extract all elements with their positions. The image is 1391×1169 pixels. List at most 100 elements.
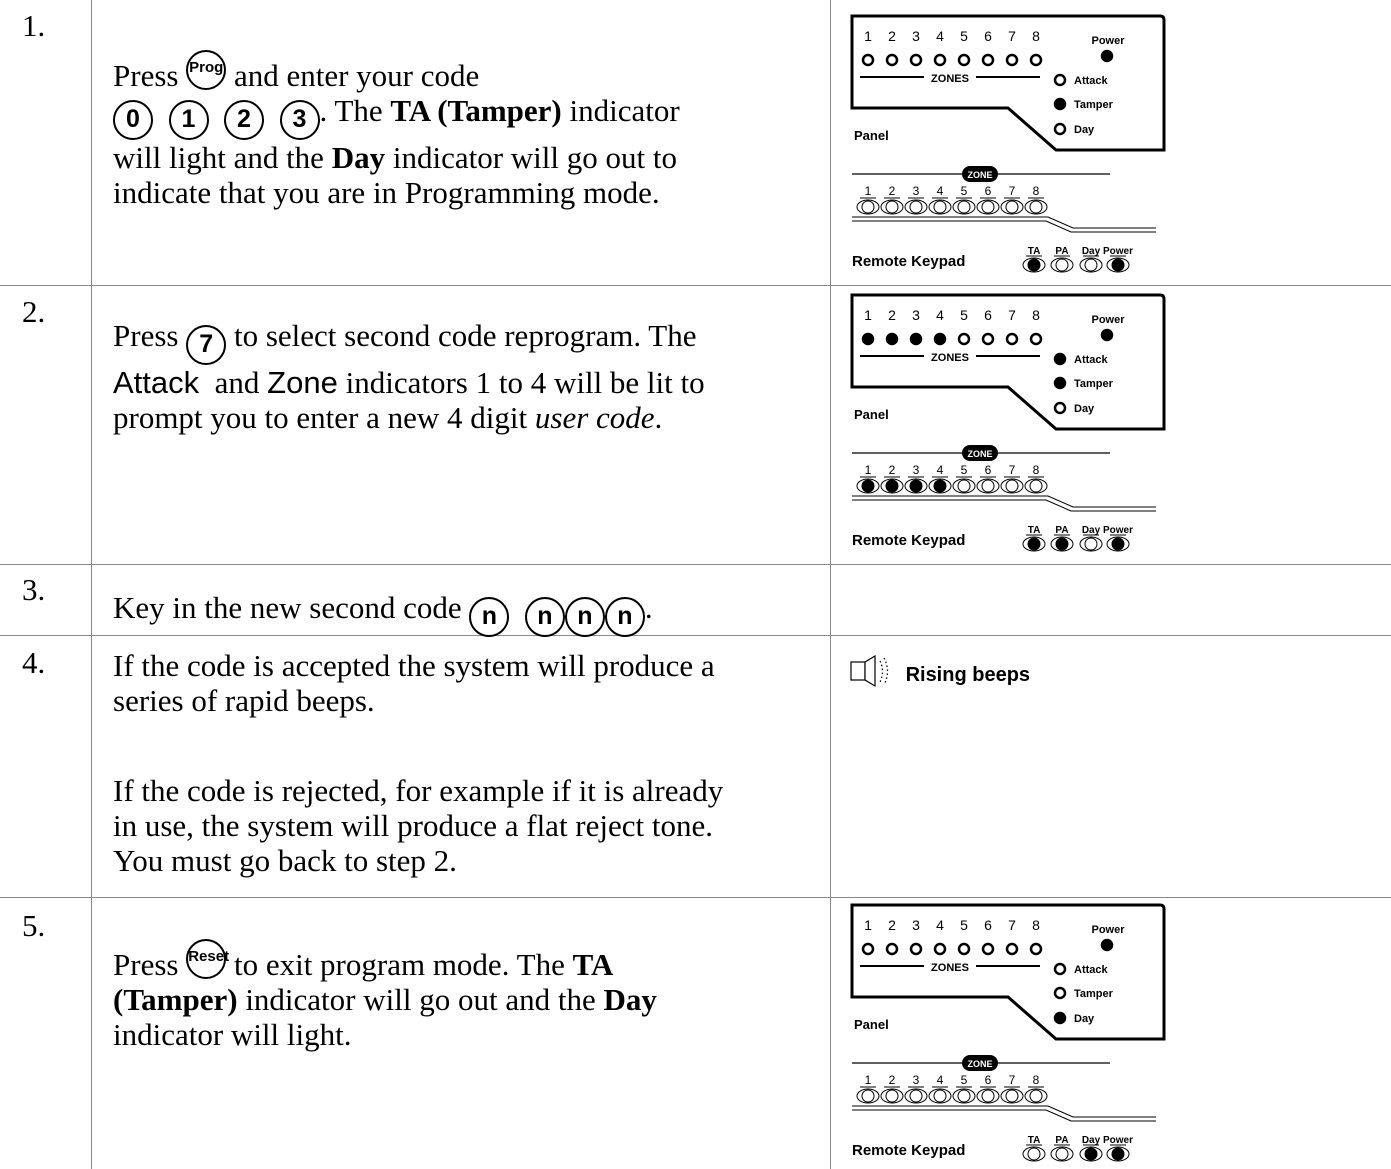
day-label: Day <box>1074 124 1095 136</box>
pa-label: PA <box>1055 246 1068 257</box>
text: to select second code reprogram. The <box>233 318 697 353</box>
speaker-icon <box>850 654 889 688</box>
panel-outline <box>850 14 1166 152</box>
reset-key-icon: Reset <box>186 939 229 979</box>
keypad-zone-number: 5 <box>961 184 968 198</box>
tamper-label: Tamper <box>1074 378 1114 390</box>
keypad-zone-led <box>1029 1089 1043 1103</box>
ta-led <box>1027 537 1041 551</box>
zone-led <box>885 332 899 346</box>
zone-led <box>957 942 971 956</box>
pa-led <box>1055 258 1069 272</box>
text: Press <box>113 947 179 982</box>
keypad-zone-number: 6 <box>985 184 992 198</box>
power-label: Power <box>1091 924 1125 936</box>
zone-number: 7 <box>1008 28 1016 44</box>
text: Day <box>603 982 657 1017</box>
zone-led <box>1005 53 1019 67</box>
text: indicator <box>569 93 680 128</box>
zone-led <box>885 942 899 956</box>
text: in use, the system will produce a flat r… <box>113 808 714 843</box>
zone-led <box>885 53 899 67</box>
day-led <box>1053 122 1067 136</box>
kday-led <box>1084 537 1098 551</box>
keypad-edge <box>852 499 1156 512</box>
kpower-led <box>1111 537 1125 551</box>
keypad-zone-number: 2 <box>889 1073 896 1087</box>
keypad-zone-led <box>885 1089 899 1103</box>
text: . The <box>319 93 383 128</box>
tamper-led <box>1053 376 1067 390</box>
zone-number: 8 <box>1032 307 1040 323</box>
zone-led <box>1005 332 1019 346</box>
zone-number: 8 <box>1032 28 1040 44</box>
zone-led <box>909 942 923 956</box>
pa-led <box>1055 1147 1069 1161</box>
zone-led <box>861 332 875 346</box>
keypad-zone-number: 2 <box>889 184 896 198</box>
keypad-zone-number: 4 <box>937 184 944 198</box>
keypad-zone-led <box>861 200 875 214</box>
pa-label: PA <box>1055 525 1068 536</box>
zone-number: 2 <box>888 307 896 323</box>
text: TA <box>572 947 614 982</box>
zone-number: 5 <box>960 28 968 44</box>
sound-indicator: Rising beeps <box>850 654 1030 689</box>
zone-number: 5 <box>960 917 968 933</box>
keypad-zone-number: 4 <box>937 463 944 477</box>
text: indicators 1 to 4 will be lit to <box>345 365 705 400</box>
keypad-zone-led <box>1029 200 1043 214</box>
step-number: 4. <box>22 645 46 680</box>
keypad-zone-number: 8 <box>1033 1073 1040 1087</box>
keypad-zone-number: 3 <box>913 184 920 198</box>
keypad-edge <box>852 220 1156 233</box>
keypad-zone-led <box>885 479 899 493</box>
keypad-zone-led <box>957 1089 971 1103</box>
keypad-zone-number: 8 <box>1033 463 1040 477</box>
step-5-text: Press Reset to exit program mode. The TA… <box>113 937 657 1052</box>
tamper-label: Tamper <box>1074 99 1114 111</box>
step-number: 3. <box>22 572 46 607</box>
keypad-zone-led <box>909 200 923 214</box>
keypad-zone-led <box>861 479 875 493</box>
kpower-led <box>1111 1147 1125 1161</box>
keypad-zone-number: 7 <box>1009 463 1016 477</box>
zone-led <box>909 332 923 346</box>
zone-badge <box>962 166 998 182</box>
keypad-zone-led <box>933 1089 947 1103</box>
column-divider <box>830 0 831 1169</box>
zone-number: 6 <box>984 917 992 933</box>
power-led <box>1100 938 1114 952</box>
zone-badge <box>962 1055 998 1071</box>
panel-label: Panel <box>854 128 889 143</box>
step-number: 5. <box>22 908 46 943</box>
keypad-zone-number: 8 <box>1033 184 1040 198</box>
kday-label: Day <box>1082 1135 1101 1146</box>
attack-led <box>1053 352 1067 366</box>
attack-label: Attack <box>1074 75 1109 87</box>
text: indicator will light. <box>113 1017 352 1052</box>
zone-led <box>933 332 947 346</box>
zone-number: 7 <box>1008 917 1016 933</box>
panel-outline <box>850 903 1166 1041</box>
ta-label: TA <box>1028 1135 1041 1146</box>
zone-number: 6 <box>984 28 992 44</box>
kpower-label: Power <box>1103 1135 1133 1146</box>
zones-label: ZONES <box>931 962 969 974</box>
zone-badge-label: ZONE <box>967 170 992 180</box>
step-2-text: Press 7 to select second code reprogram.… <box>113 318 705 435</box>
zone-number: 6 <box>984 307 992 323</box>
keypad-zone-led <box>1029 479 1043 493</box>
keypad-zone-number: 3 <box>913 463 920 477</box>
step-number: 1. <box>22 8 46 43</box>
keypad-edge <box>852 216 1156 229</box>
zone-led <box>981 332 995 346</box>
day-label: Day <box>1074 1013 1095 1025</box>
power-label: Power <box>1091 314 1125 326</box>
keypad-zone-led <box>981 479 995 493</box>
zone-number: 4 <box>936 307 944 323</box>
